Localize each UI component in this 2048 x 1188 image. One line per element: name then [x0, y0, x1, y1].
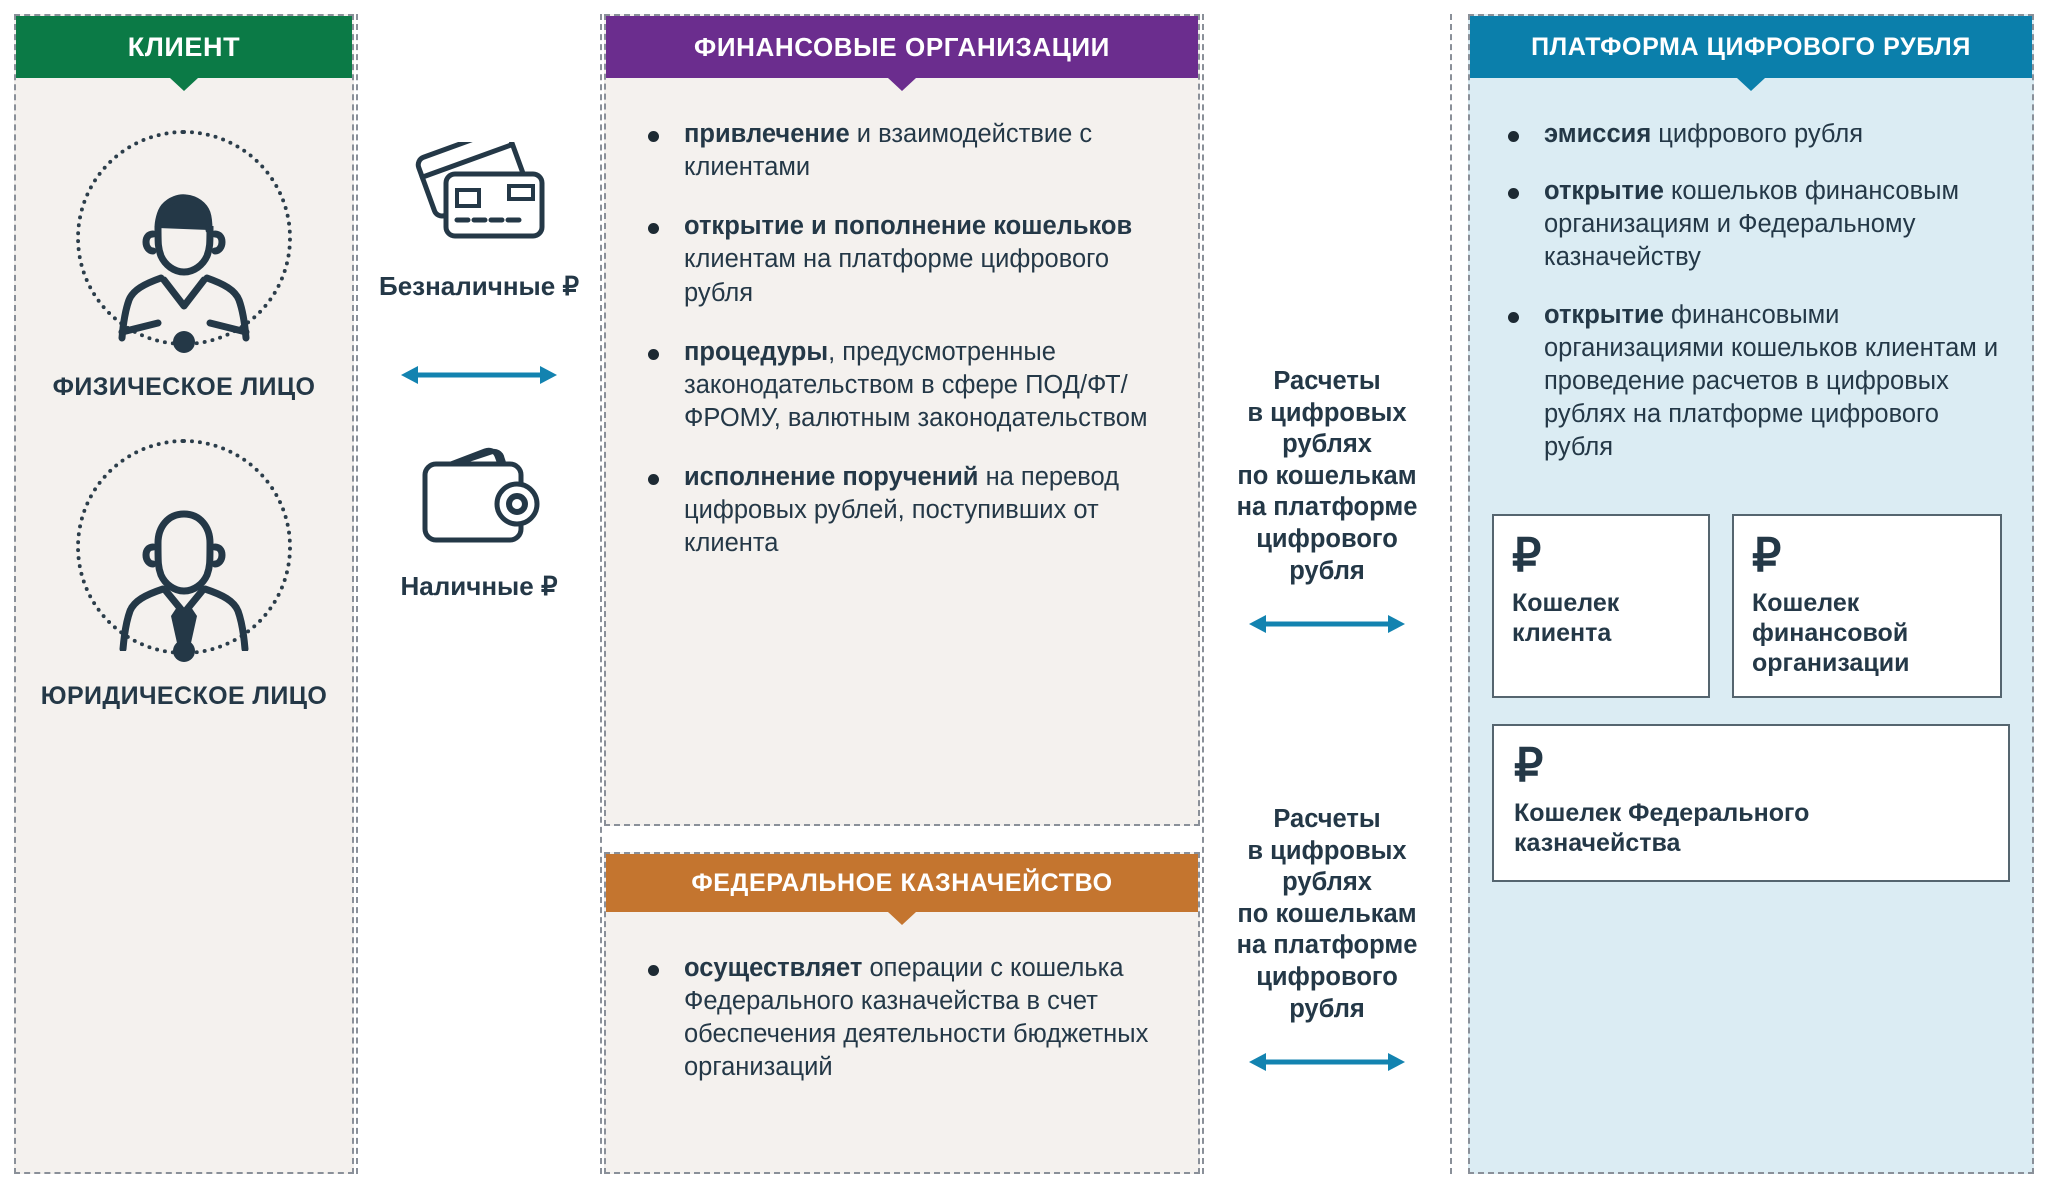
credit-cards-icon	[404, 126, 554, 255]
platform-bullet-list: эмиссия цифрового рубля открытие кошельк…	[1470, 78, 2032, 504]
wallet-card-client: ₽ Кошелек клиента	[1492, 514, 1710, 699]
finorg-header-banner: ФИНАНСОВЫЕ ОРГАНИЗАЦИИ	[606, 16, 1198, 91]
wallet-card-client-label: Кошелек клиента	[1512, 589, 1620, 648]
cash-label: Наличные ₽	[400, 571, 558, 601]
bullet-rest-text: финансовыми организациями кошельков клие…	[1544, 300, 1999, 462]
settlements-column: Расчеты в цифровых рублях по кошелькам н…	[1202, 14, 1452, 1174]
federal-treasury-block: ФЕДЕРАЛЬНОЕ КАЗНАЧЕЙСТВО осуществляет оп…	[604, 852, 1200, 1174]
person-suit-tie-icon	[75, 438, 292, 662]
cash-exchange-arrow	[399, 362, 559, 388]
cash-flow: Наличные ₽	[400, 442, 558, 602]
cashless-label: Безналичные ₽	[379, 271, 579, 301]
bullet-bold-text: процедуры	[684, 337, 829, 366]
list-item: эмиссия цифрового рубля	[1500, 118, 2010, 151]
wallet-card-financial-organization: ₽ Кошелек финансовой организации	[1732, 514, 2002, 699]
person-casual-icon	[76, 130, 292, 353]
client-connector-dot	[172, 639, 195, 662]
list-item: привлечение и взаимодействие с клиентами	[640, 118, 1168, 184]
bullet-rest-text: цифрового рубля	[1651, 120, 1864, 148]
client-person-individual: ФИЗИЧЕСКОЕ ЛИЦО	[53, 130, 316, 403]
bullet-bold-text: осуществляет	[684, 954, 863, 982]
finorg-bullet-list: привлечение и взаимодействие с клиентами…	[606, 78, 1198, 581]
ruble-symbol-icon: ₽	[1512, 529, 1542, 582]
list-item: открытие финансовыми организациями кошел…	[1500, 299, 2010, 465]
finorg-header-label: ФИНАНСОВЫЕ ОРГАНИЗАЦИИ	[694, 31, 1110, 62]
ruble-symbol-icon: ₽	[1514, 739, 1544, 792]
treasury-bullet-list: осуществляет операции с кошелька Федерал…	[606, 912, 1198, 1105]
wallet-card-financial-organization-label: Кошелек финансовой организации	[1752, 589, 1910, 678]
client-person-individual-label: ФИЗИЧЕСКОЕ ЛИЦО	[52, 373, 316, 401]
list-item: открытие и пополнение кошельков клиентам…	[640, 210, 1168, 309]
treasury-header-label: ФЕДЕРАЛЬНОЕ КАЗНАЧЕЙСТВО	[691, 868, 1113, 897]
settlement-top-label: Расчеты в цифровых рублях по кошелькам н…	[1236, 367, 1418, 585]
bullet-rest-text: кошельков финансовым организациям и Феде…	[1544, 177, 1960, 272]
bullet-bold-text: открытие	[1544, 177, 1664, 206]
cashless-flow: Безналичные ₽	[379, 126, 579, 302]
list-item: исполнение поручений на перевод цифровых…	[640, 461, 1168, 560]
platform-header-banner: ПЛАТФОРМА ЦИФРОВОГО РУБЛЯ	[1470, 16, 2032, 91]
bullet-bold-text: открытие	[1544, 300, 1664, 329]
bullet-bold-text: исполнение поручений	[684, 463, 979, 492]
list-item: осуществляет операции с кошелька Федерал…	[640, 952, 1168, 1085]
bullet-rest-text: и взаимодействие с клиентами	[684, 120, 1093, 182]
treasury-header-banner: ФЕДЕРАЛЬНОЕ КАЗНАЧЕЙСТВО	[606, 854, 1198, 925]
settlement-bottom-arrow	[1247, 1049, 1407, 1075]
settlement-flow-top: Расчеты в цифровых рублях по кошелькам н…	[1204, 366, 1450, 637]
wallet-card-federal-treasury-label: Кошелек Федерального казначейства	[1514, 799, 1810, 858]
ruble-symbol-icon: ₽	[1752, 529, 1782, 582]
client-column: КЛИЕНТ	[14, 14, 354, 1174]
list-item: открытие кошельков финансовым организаци…	[1500, 175, 2010, 274]
wallet-card-federal-treasury: ₽ Кошелек Федерального казначейства	[1492, 724, 2010, 883]
bullet-rest-text: операции с кошелька Федерального казначе…	[684, 954, 1149, 1082]
bullet-rest-text: , предусмотренные законодательством в сф…	[684, 337, 1148, 432]
client-person-legal-entity: ЮРИДИЧЕСКОЕ ЛИЦО	[40, 438, 328, 712]
bullet-rest-text: клиентам на платформе цифрового рубля	[684, 245, 1110, 307]
money-flow-column: Безналичные ₽ Наличные ₽	[356, 14, 602, 1174]
client-body: ФИЗИЧЕСКОЕ ЛИЦО ЮРИДИЧЕСКОЕ ЛИЦО	[16, 78, 352, 1172]
client-header-banner: КЛИЕНТ	[16, 16, 352, 91]
wallet-icon	[413, 442, 545, 555]
list-item: процедуры, предусмотренные законодательс…	[640, 336, 1168, 435]
client-header-label: КЛИЕНТ	[127, 31, 241, 62]
digital-ruble-platform-column: ПЛАТФОРМА ЦИФРОВОГО РУБЛЯ эмиссия цифров…	[1468, 14, 2034, 1174]
settlement-top-arrow	[1247, 611, 1407, 637]
platform-header-label: ПЛАТФОРМА ЦИФРОВОГО РУБЛЯ	[1531, 32, 1971, 61]
bullet-rest-text: на перевод цифровых рублей, поступивших …	[684, 463, 1120, 558]
bullet-bold-text: привлечение	[684, 120, 850, 148]
bullet-bold-text: эмиссия	[1544, 120, 1652, 148]
wallet-card-row: ₽ Кошелек клиента ₽ Кошелек финансовой о…	[1470, 514, 2032, 699]
client-connector-dot	[173, 331, 195, 353]
client-person-legal-entity-label: ЮРИДИЧЕСКОЕ ЛИЦО	[40, 681, 328, 710]
financial-organizations-block: ФИНАНСОВЫЕ ОРГАНИЗАЦИИ привлечение и вза…	[604, 14, 1200, 826]
settlement-bottom-label: Расчеты в цифровых рублях по кошелькам н…	[1236, 805, 1418, 1023]
settlement-flow-bottom: Расчеты в цифровых рублях по кошелькам н…	[1204, 804, 1450, 1075]
bullet-bold-text: открытие и пополнение кошельков	[684, 212, 1133, 241]
